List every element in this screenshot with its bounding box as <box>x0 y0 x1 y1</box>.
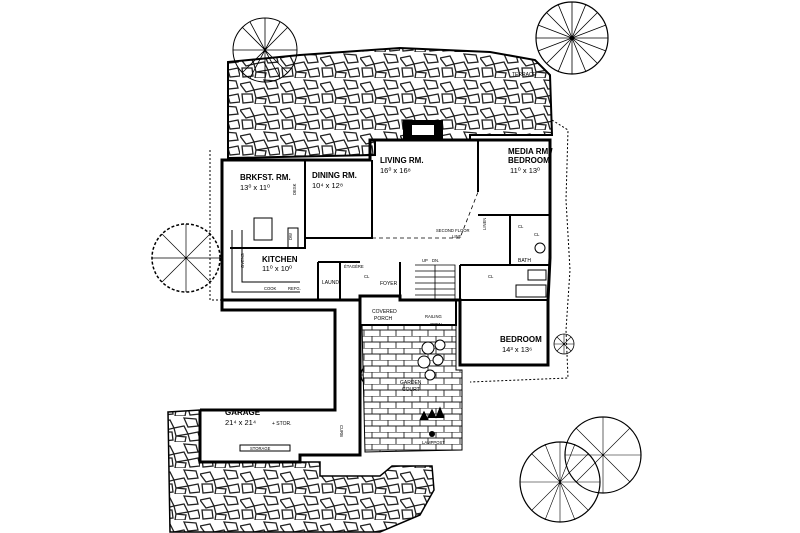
etagere-label: ÉTAGÈRE <box>344 264 364 269</box>
kitchen-counters <box>231 217 300 293</box>
garden-court-label-2: COURT <box>402 387 420 393</box>
kitchen-label: KITCHEN <box>262 255 298 264</box>
dw-label: DW <box>288 233 293 240</box>
garage-walls <box>198 298 362 464</box>
tree-top-right <box>535 1 609 75</box>
storage-label: STORAGE <box>250 446 271 451</box>
media-rm-label-2: BEDROOM <box>508 156 550 165</box>
shrub-bedroom <box>553 333 575 355</box>
lamppost-icon <box>429 431 435 437</box>
curb-label: CURB <box>339 425 344 437</box>
garage-dims: 21⁴ x 21⁴ <box>225 418 256 427</box>
covered-porch-label: COVERED <box>372 309 397 315</box>
stair-up-label: UP <box>422 258 428 263</box>
desk-label: DESK <box>292 183 297 195</box>
garden-court-label: GARDEN <box>400 380 422 386</box>
second-floor-line <box>372 191 479 239</box>
living-rm-label: LIVING RM. <box>380 156 424 165</box>
garage-label: GARAGE <box>225 408 261 417</box>
terrace-stonework <box>227 46 554 160</box>
closet-label-3: CL <box>364 274 370 279</box>
linen-label: LINEN <box>482 218 487 230</box>
bedroom-label: BEDROOM <box>500 335 542 344</box>
stairs <box>415 264 456 301</box>
lamppost-label: LAMPPOST <box>422 440 445 445</box>
media-rm-label: MEDIA RM./ <box>508 147 553 156</box>
brkfst-rm-dims: 13⁰ x 11⁰ <box>240 183 270 192</box>
storage-shelf <box>239 444 291 452</box>
bath-fixtures <box>515 242 547 298</box>
open-label: OPEN <box>430 322 442 327</box>
second-floor-label: SECOND FLOOR <box>436 228 470 233</box>
closet-label-4: CL <box>534 232 540 237</box>
bath-label: BATH <box>518 258 531 264</box>
interior-walls <box>230 140 550 301</box>
tree-bottom-right-b <box>564 416 642 494</box>
tree-bottom-right-a <box>519 441 601 523</box>
closet-label-2: CL <box>488 274 494 279</box>
garden-plants <box>417 339 446 381</box>
left-fence <box>209 150 222 301</box>
closet-label-1: CL <box>518 224 524 229</box>
dining-rm-label: DINING RM. <box>312 171 357 180</box>
cook-label: COOK <box>264 286 277 291</box>
bedroom-dims: 14³ x 13⁶ <box>502 345 532 354</box>
railing-label: RAILING <box>425 314 442 319</box>
laund-label: LAUND. <box>322 280 340 286</box>
second-floor-label-2: LINE <box>452 234 462 239</box>
stair-dn-label: DN. <box>432 258 439 263</box>
refg-label: REFG. <box>288 286 301 291</box>
fireplace-hearth <box>412 125 434 135</box>
kitchen-dims: 11⁰ x 10⁰ <box>262 264 292 273</box>
living-rm-dims: 16⁰ x 16⁸ <box>380 166 411 175</box>
flower-bed <box>419 406 445 421</box>
tree-left <box>151 223 221 293</box>
terrace-label: TERRACE <box>512 72 537 78</box>
ovens-label: OVENS <box>240 253 245 268</box>
tree-top-left <box>232 17 298 83</box>
brkfst-rm-label: BRKFST. RM. <box>240 173 291 182</box>
media-rm-dims: 11⁰ x 13⁰ <box>510 166 540 175</box>
covered-porch-label-2: PORCH <box>374 316 392 322</box>
garage-extra: + STOR. <box>272 421 292 427</box>
dining-rm-dims: 10⁴ x 12⁸ <box>312 181 343 190</box>
foyer-label: FOYER <box>380 281 398 287</box>
